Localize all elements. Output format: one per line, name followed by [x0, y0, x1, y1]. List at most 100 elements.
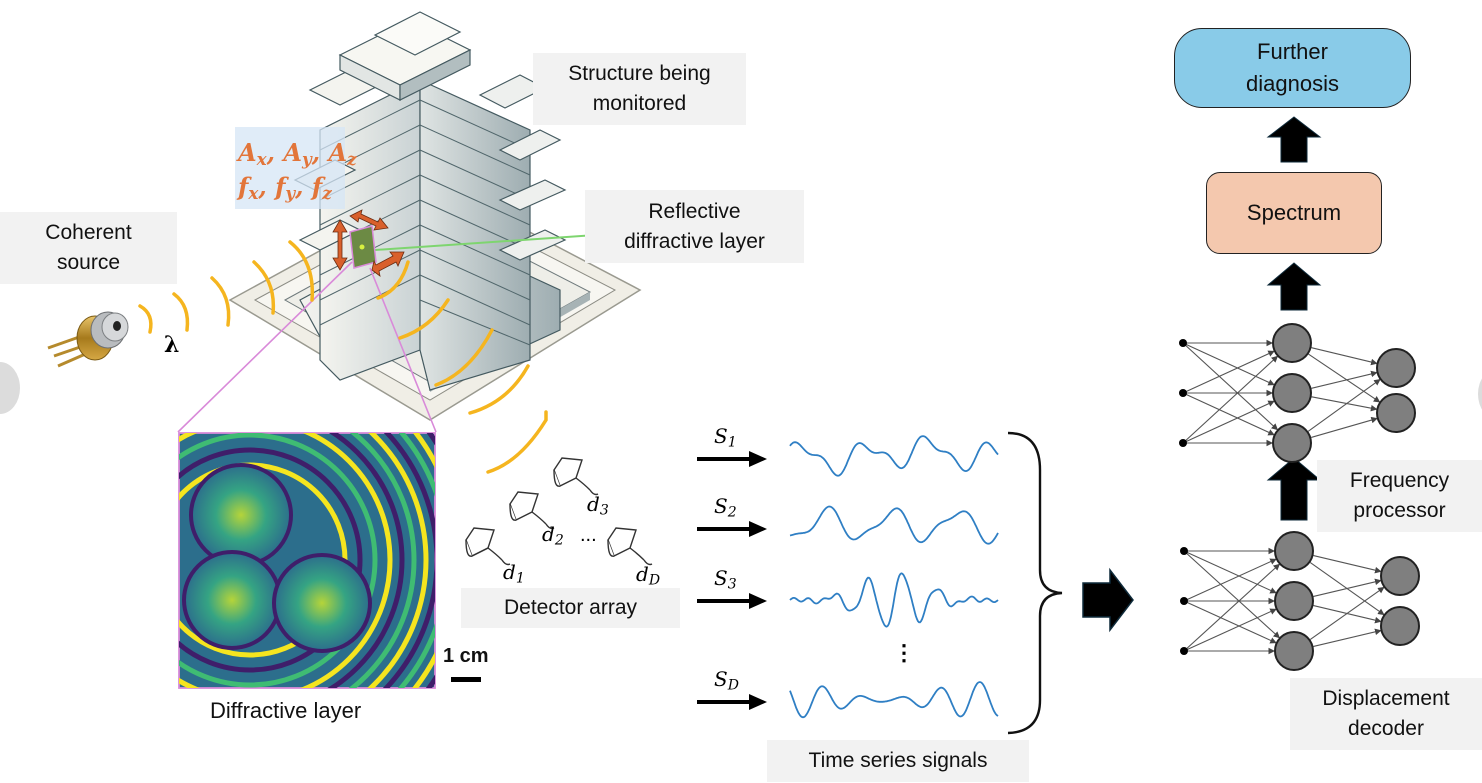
signal-arrow-3 — [697, 593, 767, 609]
displacement-decoder-network — [1180, 531, 1420, 671]
signal-label-S2: S2 — [714, 494, 737, 521]
hidden-neuron — [1274, 531, 1314, 571]
waveform-3 — [789, 572, 999, 628]
network-connection — [1313, 628, 1382, 647]
detector-label-d2: d2 — [542, 522, 564, 549]
up-arrow-icon — [1266, 262, 1322, 311]
param-Ay: Ay — [283, 138, 312, 170]
time-series-label: Time series signals — [767, 740, 1029, 782]
detector-icon — [465, 527, 511, 566]
input-node — [1179, 439, 1187, 447]
network-connection — [1182, 350, 1275, 394]
signal-arrows — [697, 451, 767, 710]
signal-label-SD: SD — [714, 667, 739, 694]
waveform-2 — [789, 505, 999, 545]
wavelength-symbol: λ — [164, 332, 180, 358]
network-connection — [1182, 400, 1275, 444]
network-connection — [1183, 563, 1281, 652]
output-neuron — [1376, 393, 1416, 433]
next-nav-dot[interactable] — [1478, 368, 1482, 420]
light-waves — [138, 240, 548, 474]
spectrum-box: Spectrum — [1206, 172, 1382, 254]
signal-arrow-D — [697, 694, 767, 710]
signal-ellipsis: ⋮ — [893, 640, 915, 665]
detector-icon — [509, 491, 555, 530]
amplitude-params: Ax, Ay, Az — [238, 138, 357, 170]
network-connection — [1182, 342, 1275, 386]
hidden-neuron — [1272, 373, 1312, 413]
big-right-arrow-icon — [1082, 567, 1134, 633]
signal-label-S1: S1 — [714, 424, 737, 451]
detector-icon — [553, 457, 599, 496]
detector-icons — [465, 457, 653, 566]
waveform-D — [789, 681, 999, 719]
network-connection — [1183, 608, 1277, 652]
waveform-1 — [789, 435, 999, 477]
signal-arrow-2 — [697, 521, 767, 537]
detector-icon — [607, 527, 653, 566]
network-connection — [1311, 416, 1378, 438]
network-connection — [1183, 550, 1277, 594]
network-connection — [1313, 578, 1382, 597]
signal-arrow-1 — [697, 451, 767, 467]
param-Ax: Ax — [238, 138, 267, 170]
curly-brace — [1007, 431, 1063, 735]
network-connection — [1311, 396, 1378, 412]
structure-label: Structure being monitored — [533, 53, 746, 125]
network-connection — [1182, 342, 1279, 431]
prev-nav-dot[interactable] — [0, 362, 20, 414]
detector-label-dD: dD — [636, 562, 661, 589]
up-arrow-icon — [1266, 457, 1322, 521]
network-connection — [1183, 558, 1277, 602]
reflective-layer-label: Reflective diffractive layer — [585, 190, 804, 263]
parameter-overlay — [235, 127, 345, 209]
frequency-processor-network — [1179, 323, 1416, 463]
network-connection — [1307, 379, 1381, 432]
param-fz: fz — [311, 172, 332, 204]
detector-label-d1: d1 — [503, 560, 525, 587]
waveforms — [789, 435, 999, 719]
scale-bar — [451, 677, 481, 682]
laser-diode-icon — [47, 311, 129, 368]
network-connection — [1310, 586, 1385, 640]
diffractive-layer-caption: Diffractive layer — [210, 698, 362, 723]
param-fy: fy — [275, 172, 296, 204]
small-diffractive-layer — [349, 225, 377, 269]
up-arrow-icon — [1266, 116, 1322, 163]
frequency-params: fx, fy, fz — [238, 172, 332, 204]
detector-array-label: Detector array — [461, 588, 680, 628]
output-neuron — [1380, 606, 1420, 646]
network-connection — [1311, 370, 1378, 389]
network-connection — [1311, 347, 1378, 366]
network-connection — [1183, 550, 1281, 639]
hidden-neuron — [1272, 323, 1312, 363]
network-connection — [1182, 392, 1275, 436]
displacement-arrows — [332, 209, 405, 277]
diffractive-layer-image — [178, 432, 436, 689]
further-diagnosis-box: Further diagnosis — [1174, 28, 1411, 108]
network-connection — [1313, 555, 1382, 574]
neural-networks — [1179, 323, 1420, 671]
hidden-neuron — [1274, 631, 1314, 671]
frequency-processor-label: Frequency processor — [1317, 460, 1482, 532]
input-node — [1180, 547, 1188, 555]
input-node — [1180, 647, 1188, 655]
coherent-source-label: Coherent source — [0, 212, 177, 284]
detector-ellipsis: ... — [580, 524, 597, 546]
detector-label-d3: d3 — [587, 492, 609, 519]
network-connection — [1308, 353, 1381, 403]
param-Az: Az — [328, 138, 357, 170]
hidden-neuron — [1274, 581, 1314, 621]
input-node — [1180, 597, 1188, 605]
input-node — [1179, 389, 1187, 397]
signal-label-S3: S3 — [714, 566, 737, 593]
scale-bar-label: 1 cm — [443, 645, 489, 667]
displacement-decoder-label: Displacement decoder — [1290, 678, 1482, 750]
network-connection — [1183, 600, 1277, 644]
network-connection — [1182, 355, 1279, 444]
input-node — [1179, 339, 1187, 347]
output-neuron — [1376, 348, 1416, 388]
hidden-neuron — [1272, 423, 1312, 463]
output-neuron — [1380, 556, 1420, 596]
